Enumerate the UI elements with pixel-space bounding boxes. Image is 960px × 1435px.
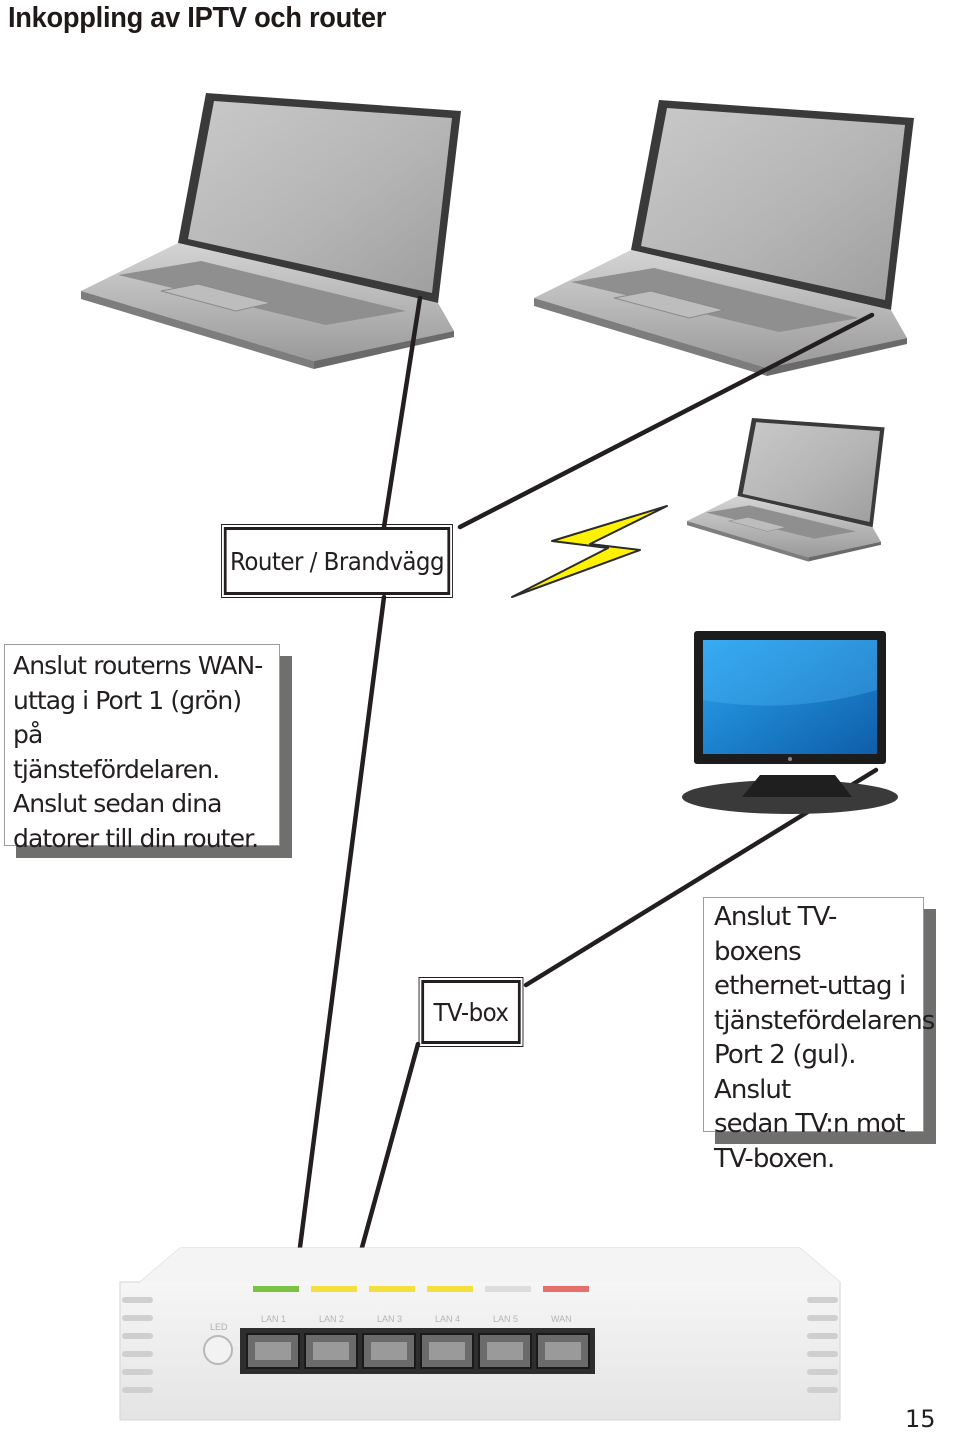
ethernet-port-contacts <box>487 1342 523 1360</box>
instruction-note-router: Anslut routerns WAN- uttag i Port 1 (grö… <box>4 644 280 853</box>
tvbox-label: TV-box <box>418 977 524 1047</box>
lightning-icon <box>511 505 668 598</box>
port-label: LAN 5 <box>493 1314 518 1324</box>
laptop-left-icon <box>80 92 462 370</box>
ethernet-port-contacts <box>313 1342 349 1360</box>
tvbox-label-text: TV-box <box>433 997 509 1027</box>
port-label: WAN <box>551 1314 572 1324</box>
page-number: 15 <box>905 1405 936 1433</box>
port-label: LAN 2 <box>319 1314 344 1324</box>
ethernet-port-contacts <box>545 1342 581 1360</box>
page-title: Inkoppling av IPTV och router <box>8 2 387 34</box>
port-label: LAN 1 <box>261 1314 286 1324</box>
laptop-right-icon <box>533 99 915 377</box>
instruction-note-tvbox: Anslut TV-boxens ethernet-uttag i tjänst… <box>703 897 935 1174</box>
led-indicator <box>203 1335 233 1365</box>
led-label: LED <box>210 1322 228 1332</box>
port-label: LAN 3 <box>377 1314 402 1324</box>
port-color-strip <box>369 1286 415 1292</box>
port-color-strip <box>253 1286 299 1292</box>
router-label-text: Router / Brandvägg <box>229 546 445 576</box>
router-label: Router / Brandvägg <box>221 524 453 598</box>
ethernet-port-contacts <box>371 1342 407 1360</box>
port-color-strip <box>485 1286 531 1292</box>
port-color-strip <box>543 1286 589 1292</box>
cable-laptop-right-router <box>457 312 875 530</box>
port-label: LAN 4 <box>435 1314 460 1324</box>
cable-laptop-left-router <box>381 295 423 530</box>
tv-icon <box>682 631 898 814</box>
port-color-strip <box>427 1286 473 1292</box>
network-device: LED LAN 1 LAN 2 LAN 3 LAN 4 LAN 5 WAN <box>119 1247 841 1421</box>
ethernet-port-contacts <box>255 1342 291 1360</box>
port-color-strip <box>311 1286 357 1292</box>
laptop-small-icon <box>686 417 885 562</box>
cable-router-device <box>285 594 387 1343</box>
ethernet-port-contacts <box>429 1342 465 1360</box>
